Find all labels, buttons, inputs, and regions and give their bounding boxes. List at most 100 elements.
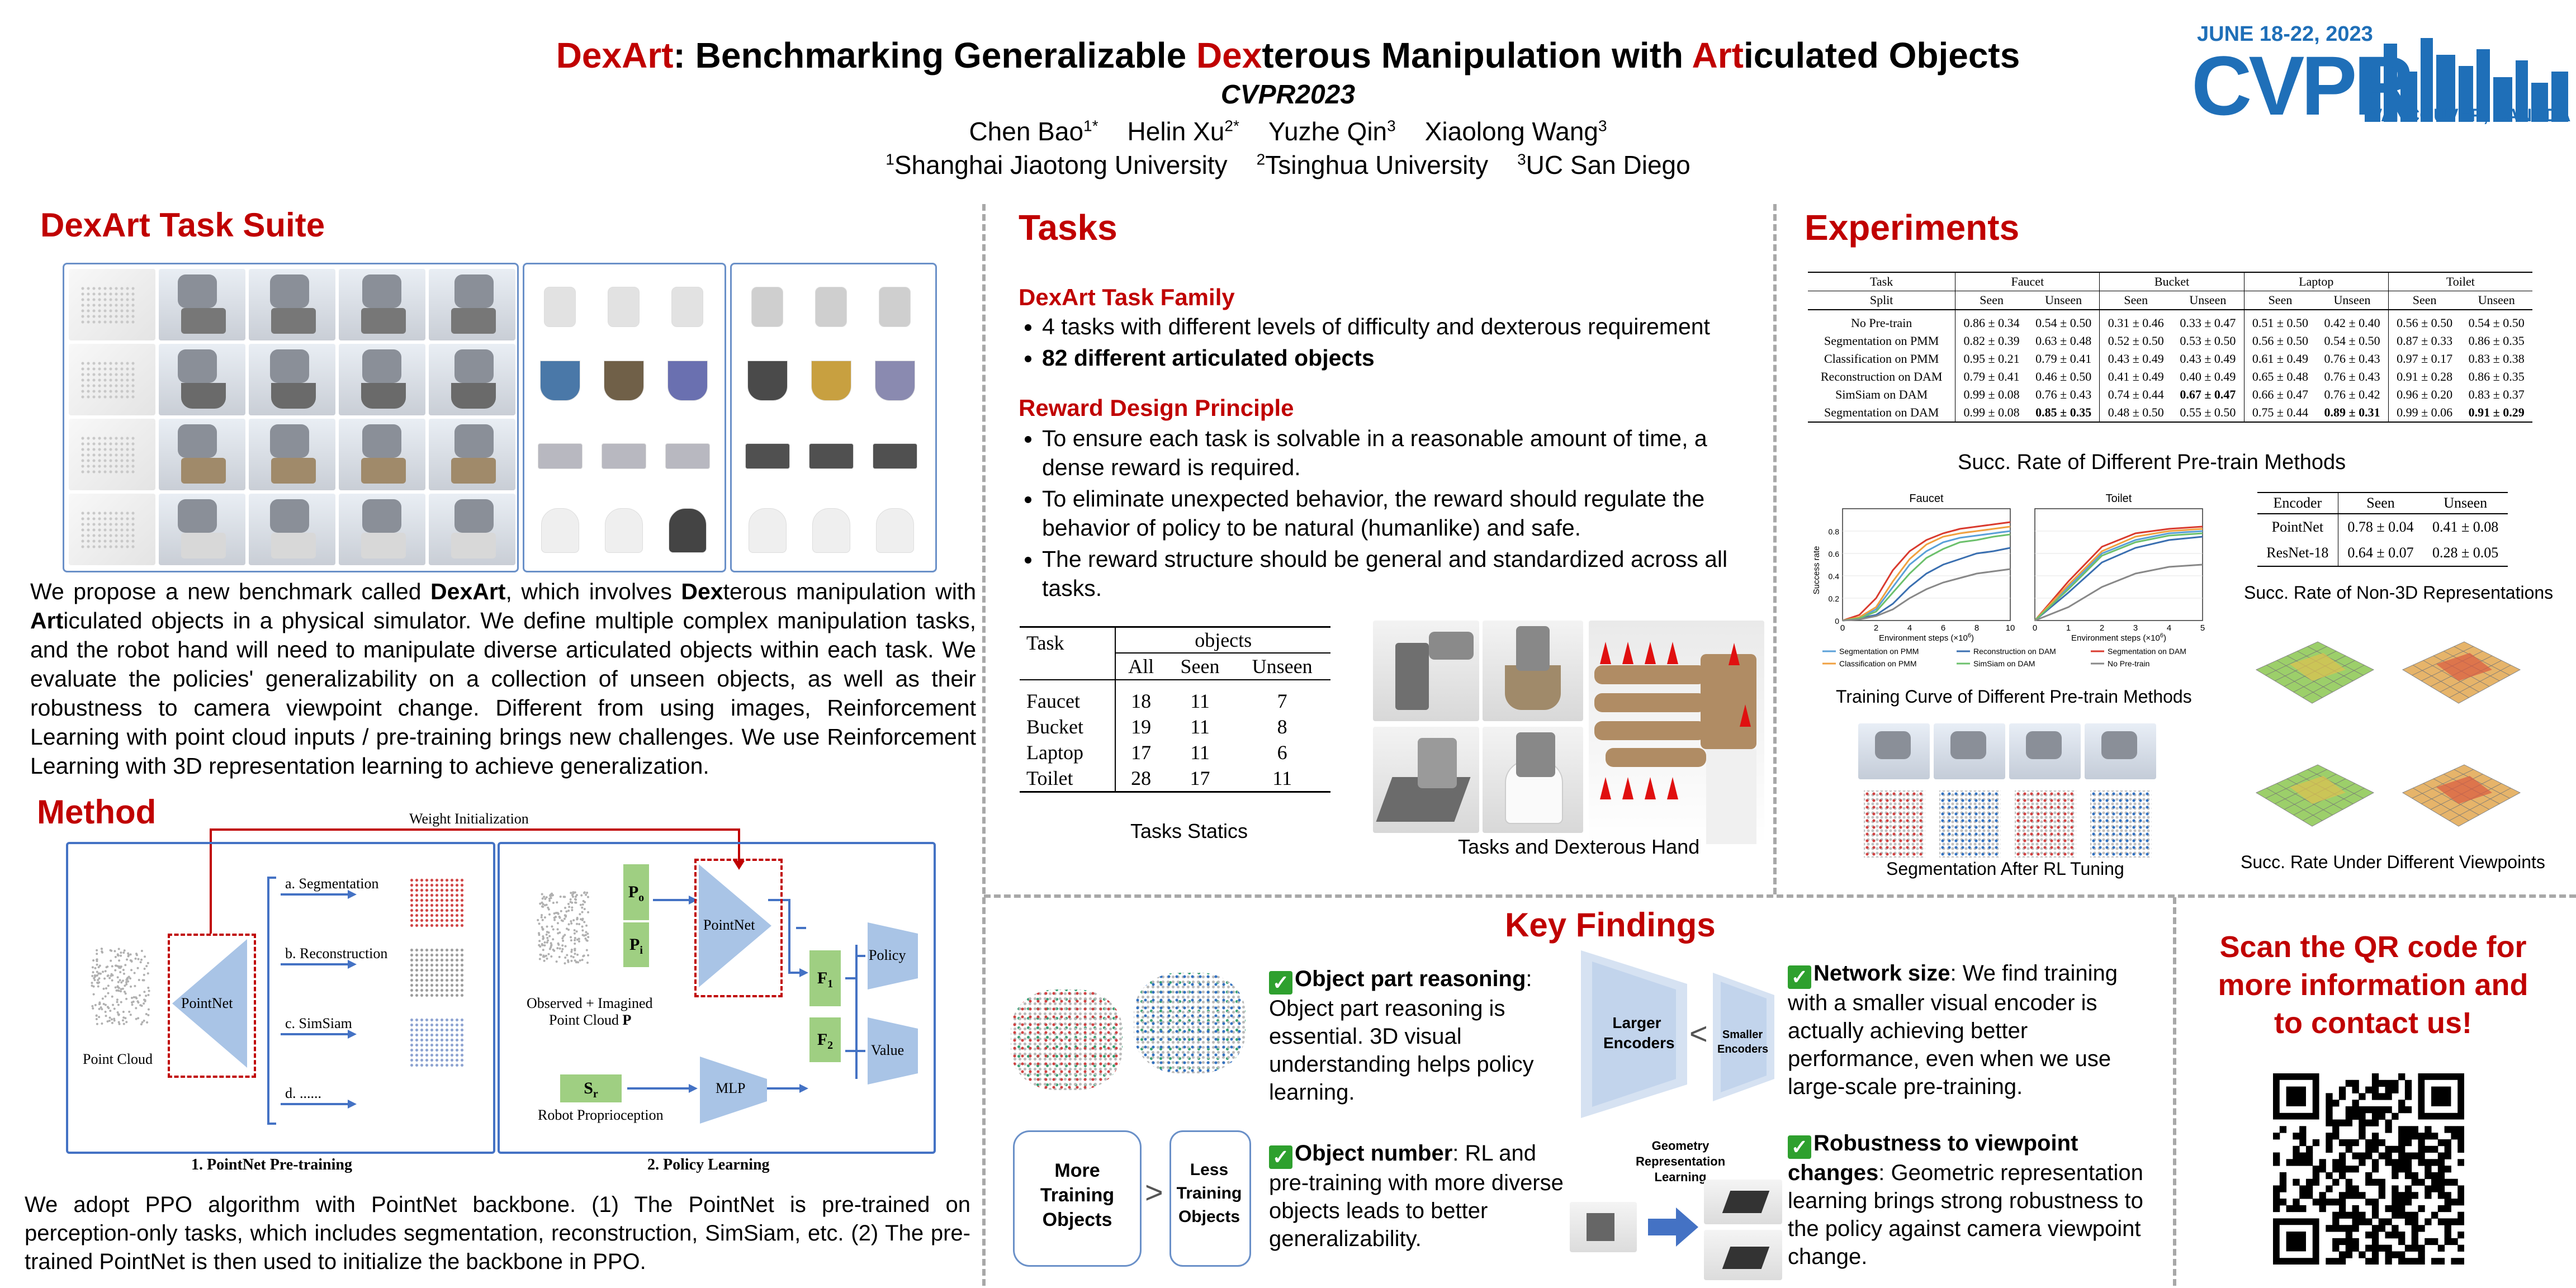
qr-module — [2319, 1192, 2326, 1199]
qr-module — [2457, 1133, 2465, 1140]
table-cell: 0.66 ± 0.47 — [2252, 387, 2308, 401]
task-output-image — [409, 1017, 465, 1068]
part-segmentation-image — [1134, 973, 1246, 1073]
p-i-label: P — [629, 935, 640, 954]
qr-module — [2338, 1211, 2346, 1219]
qr-module — [2273, 1133, 2280, 1140]
qr-code[interactable] — [2273, 1073, 2465, 1265]
finding-colon: : — [1950, 961, 1957, 986]
task-frame-image — [429, 344, 515, 415]
qr-module — [2385, 1106, 2392, 1114]
qr-module — [2371, 1211, 2379, 1219]
qr-module — [2338, 1199, 2346, 1206]
rl-frame-image — [1858, 723, 1930, 779]
qr-module — [2365, 1258, 2373, 1265]
object-shape — [608, 287, 640, 327]
table-header-cell: Seen — [2412, 293, 2437, 307]
qr-module — [2398, 1126, 2405, 1133]
qr-module — [2345, 1185, 2353, 1192]
qr-module — [2299, 1152, 2307, 1159]
qr-module — [2398, 1199, 2405, 1206]
viewpoint-surface-plot — [2386, 731, 2526, 843]
qr-module — [2392, 1172, 2399, 1180]
tick-label: 6 — [1941, 623, 1945, 633]
qr-module — [2425, 1192, 2432, 1199]
tick-label: 5 — [2200, 623, 2205, 633]
curve-line — [2034, 525, 2203, 621]
poster-title: DexArt: Benchmarking Generalizable Dexte… — [0, 35, 2576, 76]
pointnet-pretrain-label: PointNet — [181, 995, 233, 1011]
tick-label: 0 — [1835, 617, 1839, 626]
table-cell: 0.52 ± 0.50 — [2108, 334, 2164, 348]
divider-findings — [984, 894, 2576, 898]
author-name: Xiaolong Wang — [1424, 117, 1598, 146]
observed-label-2: Point Cloud P — [549, 1012, 631, 1029]
qr-module — [2378, 1244, 2385, 1252]
qr-module — [2332, 1166, 2340, 1173]
qr-module — [2385, 1079, 2392, 1087]
qr-module — [2378, 1079, 2385, 1087]
qr-module — [2326, 1225, 2333, 1232]
experiments-title: Experiments — [1805, 207, 2020, 248]
reward-item: To ensure each task is solvable in a rea… — [1042, 424, 1742, 482]
qr-module — [2332, 1159, 2340, 1166]
red-triangle-marker — [1600, 777, 1611, 799]
object-thumbnail-image — [594, 344, 653, 413]
pointnet-pretrain-shape — [172, 939, 247, 1068]
qr-module — [2385, 1119, 2392, 1126]
qr-module — [2451, 1178, 2458, 1186]
author-sup: 3 — [1598, 117, 1607, 135]
object-shape — [671, 287, 703, 327]
p-o-label: P — [628, 883, 639, 901]
qr-module — [2431, 1258, 2438, 1265]
qr-module — [2418, 1139, 2425, 1147]
qr-module — [2345, 1166, 2353, 1173]
p-o-block: Po — [623, 864, 649, 920]
red-triangle-marker — [1600, 642, 1611, 664]
less-objects-box — [1169, 1130, 1251, 1267]
object-shape — [604, 361, 644, 401]
qr-module — [2371, 1225, 2379, 1232]
policy-arrows — [627, 896, 865, 1093]
table-cell: 17 — [1190, 767, 1210, 789]
qr-module — [2385, 1205, 2392, 1213]
qr-module — [2398, 1159, 2405, 1166]
qr-module — [2404, 1199, 2412, 1206]
qr-module — [2404, 1218, 2412, 1225]
qr-module — [2365, 1106, 2373, 1114]
qr-module — [2371, 1166, 2379, 1173]
segmentation-result-image — [1939, 790, 2001, 858]
finding-object-number: ✓Object number: RL and pre-training with… — [1269, 1139, 1565, 1253]
greater-than-icon: > — [1145, 1175, 1163, 1210]
table-cell: 0.79 ± 0.41 — [1963, 370, 2020, 383]
qr-module — [2411, 1244, 2418, 1252]
table-cell: 0.99 ± 0.08 — [1963, 387, 2020, 401]
qr-module — [2371, 1232, 2379, 1239]
table-header-cell: Unseen — [2478, 293, 2515, 307]
qr-module — [2359, 1152, 2366, 1159]
table-cell: PointNet — [2257, 514, 2338, 540]
qr-module — [2418, 1225, 2425, 1232]
object-thumbnail-image — [530, 270, 589, 339]
qr-module — [2437, 1178, 2445, 1186]
policy-head-shape — [868, 922, 918, 989]
robot-arm-shape — [270, 499, 309, 533]
task-more: d. ...... — [285, 1085, 321, 1101]
qr-module — [2418, 1205, 2425, 1213]
table-header-group: Toilet — [2446, 274, 2475, 288]
qr-module — [2365, 1119, 2373, 1126]
qr-module — [2371, 1139, 2379, 1147]
qr-module — [2365, 1152, 2373, 1159]
unseen-objects-panel — [730, 263, 937, 572]
curve-caption: Training Curve of Different Pre-train Me… — [1836, 686, 2192, 707]
qr-module — [2345, 1238, 2353, 1246]
curve-line — [1842, 533, 2011, 622]
robot-arm-shape — [454, 499, 494, 533]
viewpoint-surface-plot — [2386, 608, 2526, 720]
